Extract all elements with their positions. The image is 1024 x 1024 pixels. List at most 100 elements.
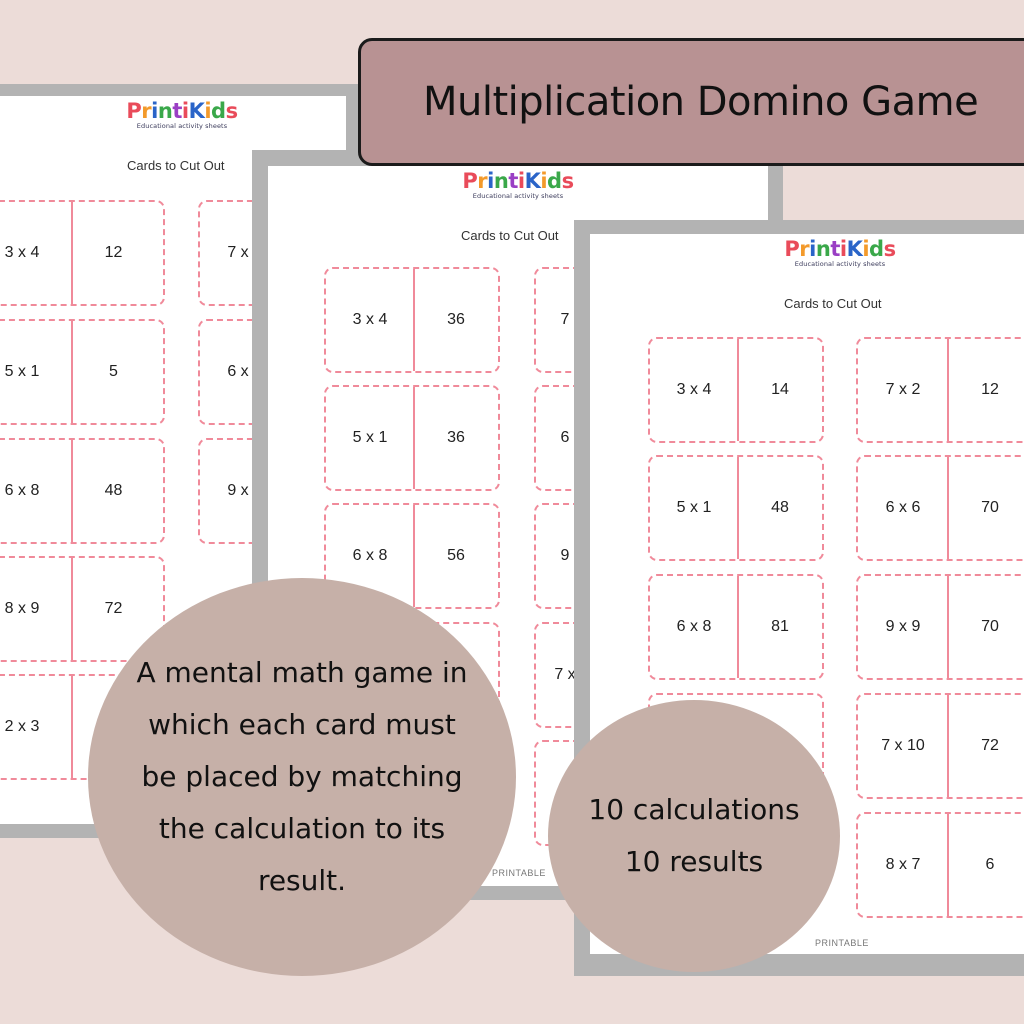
game-description: A mental math game in which each card mu… xyxy=(136,656,468,897)
title-banner: Multiplication Domino Game xyxy=(358,38,1024,166)
brand-letter: i xyxy=(181,99,189,123)
domino-card: 8 x 7 6 xyxy=(856,812,1024,918)
card-divider xyxy=(737,576,739,678)
card-result: 36 xyxy=(447,429,465,446)
domino-card: 3 x 4 14 xyxy=(648,337,824,443)
card-calculation: 7 x xyxy=(227,244,249,261)
card-calculation: 5 x 1 xyxy=(352,429,388,446)
printable-footer: PRINTABLE xyxy=(815,938,869,948)
brand-letter: P xyxy=(126,99,142,123)
card-divider xyxy=(71,558,73,660)
card-result: 14 xyxy=(771,381,789,398)
card-calculation: 9 x 9 xyxy=(885,618,921,635)
brand-letter: t xyxy=(172,99,182,123)
card-divider xyxy=(947,339,949,441)
card-divider xyxy=(737,457,739,559)
brand-letter: i xyxy=(540,169,548,193)
card-calculation: 6 x xyxy=(227,363,249,380)
domino-card: 9 x 9 70 xyxy=(856,574,1024,680)
card-result: 56 xyxy=(447,547,465,564)
card-result: 6 xyxy=(985,856,995,873)
card-calculation: 6 x 8 xyxy=(352,547,388,564)
brand-letter: i xyxy=(839,237,847,261)
card-calculation: 6 x 8 xyxy=(676,618,712,635)
brand-letter: s xyxy=(883,237,897,261)
printikids-logo: PrintiKids Educational activity sheets xyxy=(102,100,262,130)
brand-letter: K xyxy=(846,237,863,261)
brand-letter: t xyxy=(830,237,840,261)
card-calculation: 9 x xyxy=(227,482,249,499)
printikids-logo: PrintiKids Educational activity sheets xyxy=(760,238,920,268)
brand-letter: s xyxy=(225,99,239,123)
domino-card: 5 x 1 48 xyxy=(648,455,824,561)
results-count: 10 results xyxy=(624,845,764,878)
card-result: 81 xyxy=(771,618,789,635)
card-calculation: 3 x 4 xyxy=(352,311,388,328)
domino-card: 7 x 10 72 xyxy=(856,693,1024,799)
brand-letter: n xyxy=(157,99,173,123)
card-result: 70 xyxy=(981,499,999,516)
card-calculation: 3 x 4 xyxy=(4,244,40,261)
brand-letter: i xyxy=(517,169,525,193)
domino-card: 6 x 6 70 xyxy=(856,455,1024,561)
sheet-subtitle: Cards to Cut Out xyxy=(127,158,225,173)
card-divider xyxy=(737,339,739,441)
card-divider xyxy=(71,440,73,542)
printable-footer: PRINTABLE xyxy=(492,868,546,878)
brand-letter: d xyxy=(211,99,226,123)
brand-name: PrintiKids xyxy=(760,238,920,260)
brand-letter: i xyxy=(809,237,816,261)
card-divider xyxy=(413,269,415,371)
brand-name: PrintiKids xyxy=(102,100,262,122)
page-title: Multiplication Domino Game xyxy=(423,79,979,125)
count-badge-text: 10 calculations 10 results xyxy=(588,784,799,888)
brand-letter: i xyxy=(204,99,212,123)
brand-letter: n xyxy=(815,237,831,261)
brand-letter: K xyxy=(524,169,541,193)
card-calculation: 2 x 3 xyxy=(4,718,40,735)
brand-letter: r xyxy=(141,99,152,123)
brand-tagline: Educational activity sheets xyxy=(794,260,886,268)
card-calculation: 5 x 1 xyxy=(676,499,712,516)
card-calculation: 3 x 4 xyxy=(676,381,712,398)
domino-card: 8 x 9 72 xyxy=(0,556,165,662)
card-result: 5 xyxy=(109,363,118,380)
card-calculation: 7 x 2 xyxy=(885,381,921,398)
card-result: 72 xyxy=(104,600,123,617)
card-divider xyxy=(947,695,949,797)
brand-letter: r xyxy=(799,237,810,261)
card-divider xyxy=(71,202,73,304)
card-calculation: 8 x 9 xyxy=(4,600,40,617)
count-badge: 10 calculations 10 results xyxy=(548,700,840,972)
brand-letter: r xyxy=(477,169,488,193)
card-divider xyxy=(71,321,73,423)
card-calculation: 7 x xyxy=(554,666,576,683)
card-calculation: 6 x 8 xyxy=(4,482,40,499)
card-result: 70 xyxy=(981,618,999,635)
brand-letter: P xyxy=(462,169,478,193)
sheet-subtitle: Cards to Cut Out xyxy=(784,296,882,311)
brand-letter: P xyxy=(784,237,800,261)
description-circle: A mental math game in which each card mu… xyxy=(88,578,516,976)
calculations-count: 10 calculations xyxy=(588,793,800,826)
card-result: 36 xyxy=(447,311,465,328)
card-calculation: 5 x 1 xyxy=(4,363,40,380)
card-divider xyxy=(413,387,415,489)
brand-letter: i xyxy=(151,99,158,123)
domino-card: 5 x 1 36 xyxy=(324,385,500,491)
domino-card: 6 x 8 48 xyxy=(0,438,165,544)
card-calculation: 7 x 10 xyxy=(881,737,925,754)
brand-letter: i xyxy=(862,237,870,261)
card-result: 12 xyxy=(104,244,123,261)
brand-letter: d xyxy=(869,237,884,261)
card-divider xyxy=(947,576,949,678)
domino-card: 6 x 8 81 xyxy=(648,574,824,680)
domino-card: 3 x 4 12 xyxy=(0,200,165,306)
brand-letter: t xyxy=(508,169,518,193)
card-divider xyxy=(413,505,415,607)
brand-name: PrintiKids xyxy=(438,170,598,192)
card-result: 12 xyxy=(981,381,999,398)
card-calculation: 6 xyxy=(560,429,570,446)
card-calculation: 7 xyxy=(560,311,570,328)
brand-letter: n xyxy=(493,169,509,193)
